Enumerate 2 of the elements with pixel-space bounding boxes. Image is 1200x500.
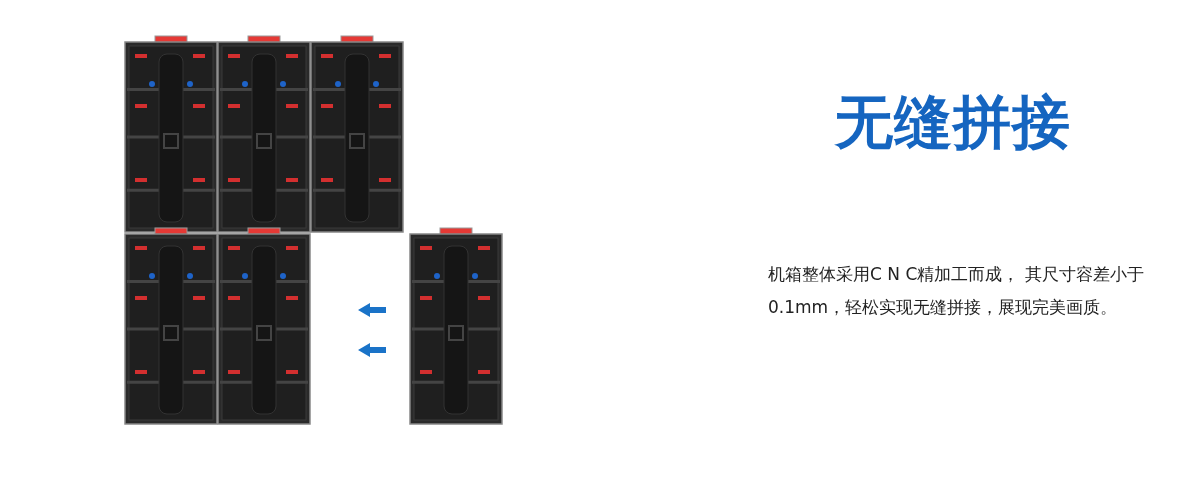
heading: 无缝拼接 <box>835 87 1071 158</box>
description-paragraph: 机箱整体采用C N C精加工而成， 其尺寸容差小于0.1mm，轻松实现无缝拼接，展现完美画质。 <box>768 263 1145 319</box>
